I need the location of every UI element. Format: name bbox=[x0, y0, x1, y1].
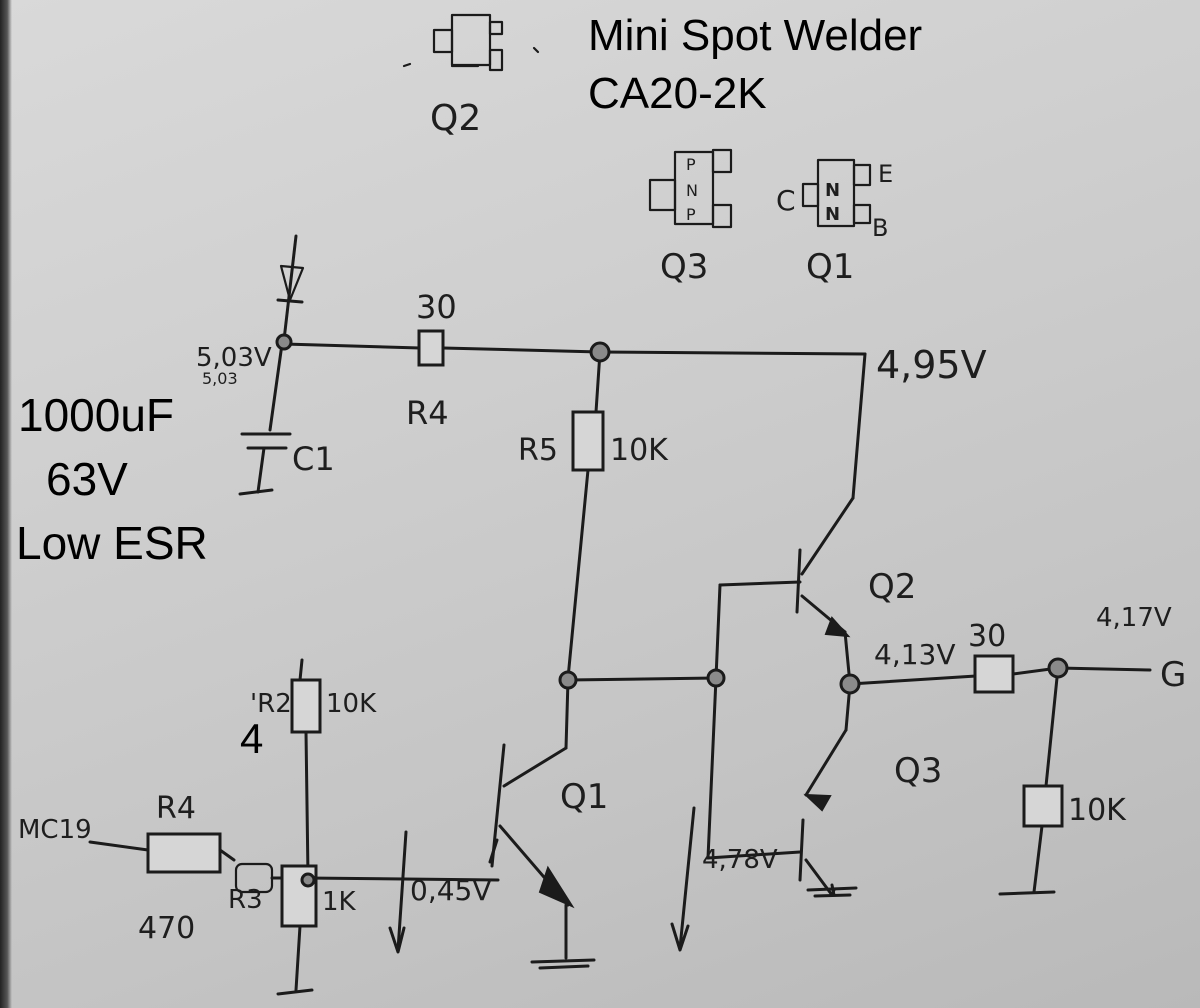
c1-label: C1 bbox=[292, 440, 335, 478]
junction-dot bbox=[275, 333, 293, 351]
q2-pinout-label: Q2 bbox=[430, 98, 481, 139]
q1-base-voltage-arrow bbox=[388, 830, 408, 954]
q1-pin-b: B bbox=[872, 214, 888, 242]
q1-collector-voltage-arrow bbox=[670, 806, 696, 952]
q1-transistor: Q1 bbox=[488, 743, 608, 970]
capacitor-note-esr: Low ESR bbox=[16, 517, 208, 569]
supply-diode bbox=[276, 234, 305, 342]
paper-edge-shadow bbox=[0, 0, 12, 1008]
output-net: 30 10K G bbox=[848, 619, 1186, 896]
r5-value: 10K bbox=[610, 433, 669, 468]
c1-capacitor: C1 bbox=[238, 342, 335, 496]
input-signal-label: MC19 bbox=[18, 815, 92, 845]
gate-output-label: G bbox=[1160, 655, 1186, 695]
junction-dot bbox=[706, 668, 726, 688]
q3-marking-p1: P bbox=[686, 155, 696, 174]
capacitor-note-capacitance: 1000uF bbox=[18, 389, 175, 441]
r5-resistor bbox=[571, 410, 605, 472]
junction-dot bbox=[558, 670, 578, 690]
junction-dot bbox=[300, 872, 316, 888]
r5-resistor-branch: R5 10K bbox=[518, 350, 669, 680]
q3-marking-p2: P bbox=[686, 205, 696, 224]
supply-voltage-label: 5,03V bbox=[196, 343, 272, 373]
r3-name: R3 bbox=[228, 885, 263, 915]
q1-pinout-label: Q1 bbox=[806, 247, 854, 287]
junction-dot bbox=[589, 341, 611, 363]
q1-marking-n1: N bbox=[825, 180, 840, 201]
title-line1: Mini Spot Welder bbox=[588, 11, 923, 60]
r4-470-name: R4 bbox=[156, 791, 196, 826]
input-network: MC19 R4 470 'R2 10K R3 1K bbox=[18, 658, 500, 996]
output-shunt-10k-resistor bbox=[1022, 784, 1064, 828]
r4-output-voltage-label: 4,95V bbox=[876, 343, 987, 387]
q3-pinout-sketch: P N P Q3 bbox=[648, 148, 733, 287]
pin-number-label: 4 bbox=[240, 715, 264, 762]
output-series-value: 30 bbox=[968, 619, 1006, 654]
q1-pinout-sketch: N N C E B Q1 bbox=[776, 158, 893, 287]
r4-470-value: 470 bbox=[138, 911, 195, 946]
q1-marking-n2: N bbox=[825, 204, 840, 225]
gate-voltage-label: 4,17V bbox=[1096, 603, 1172, 633]
q3-transistor: Q3 bbox=[798, 682, 942, 898]
r2-resistor bbox=[290, 678, 322, 734]
q1-label: Q1 bbox=[560, 777, 608, 817]
q1-pin-e: E bbox=[878, 160, 893, 188]
r4-30-value: 30 bbox=[416, 288, 457, 326]
title-line2: CA20-2K bbox=[588, 69, 767, 118]
q1-pin-c: C bbox=[776, 184, 796, 217]
supply-voltage-small: 5,03 bbox=[202, 369, 238, 388]
top-rail: 30 R4 bbox=[282, 288, 867, 500]
junction-dot bbox=[839, 673, 861, 695]
output-emitter-voltage-label: 4,13V bbox=[874, 638, 956, 671]
q1-collector-voltage-label: 4,78V bbox=[702, 845, 778, 875]
q2-transistor: Q2 bbox=[795, 496, 916, 686]
r4-470-resistor bbox=[146, 832, 222, 874]
q2-label: Q2 bbox=[868, 567, 916, 607]
q3-marking-n: N bbox=[686, 181, 698, 200]
output-shunt-value: 10K bbox=[1068, 793, 1127, 828]
q3-pinout-label: Q3 bbox=[660, 247, 708, 287]
junction-dot bbox=[1047, 657, 1069, 679]
r4-30-resistor bbox=[417, 329, 445, 367]
r2-value: 10K bbox=[326, 689, 377, 719]
r4-30-name: R4 bbox=[406, 394, 449, 432]
r3-value: 1K bbox=[322, 887, 357, 917]
q2-pinout-sketch: Q2 bbox=[402, 13, 540, 139]
r5-name: R5 bbox=[518, 433, 558, 468]
output-series-30-resistor bbox=[973, 654, 1015, 694]
q3-label: Q3 bbox=[894, 751, 942, 791]
capacitor-note-voltage: 63V bbox=[46, 453, 128, 505]
q1-base-voltage-label: 0,45V bbox=[410, 874, 492, 907]
base-drive-net bbox=[564, 580, 802, 860]
r2-name: 'R2 bbox=[250, 689, 292, 719]
